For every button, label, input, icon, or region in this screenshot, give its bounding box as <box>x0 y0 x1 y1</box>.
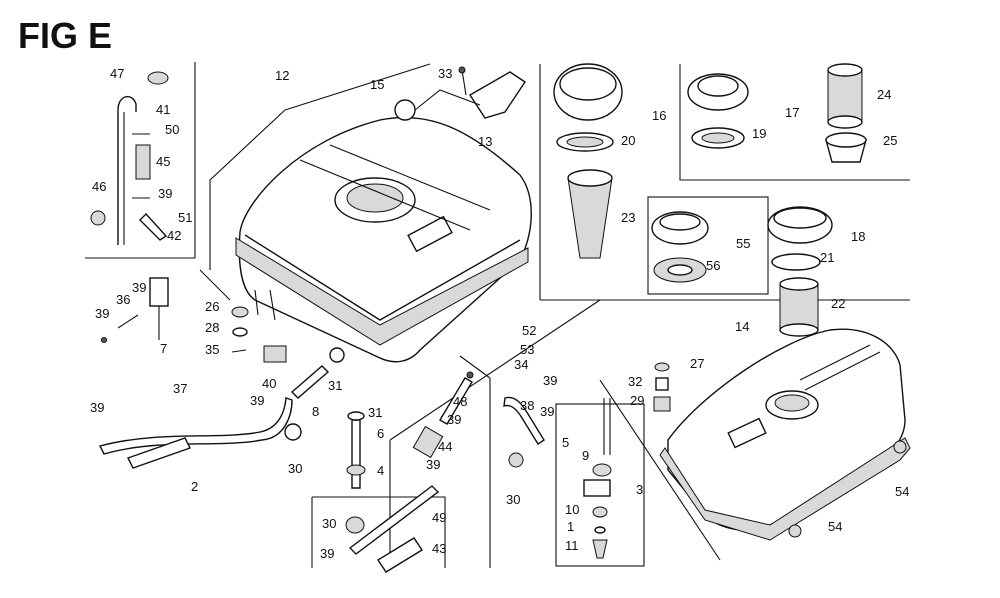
callout-2: 2 <box>191 479 198 494</box>
callout-39b: 39 <box>132 280 146 295</box>
callout-28: 28 <box>205 320 219 335</box>
callout-40: 40 <box>262 376 276 391</box>
callout-34: 34 <box>514 357 528 372</box>
callout-21: 21 <box>820 250 834 265</box>
callout-5: 5 <box>562 435 569 450</box>
fuel-hose-left <box>90 71 169 245</box>
callout-49: 49 <box>432 510 446 525</box>
callout-32: 32 <box>628 374 642 389</box>
callout-56: 56 <box>706 258 720 273</box>
callout-31a: 31 <box>328 378 342 393</box>
callout-17: 17 <box>785 105 799 120</box>
fuel-tank-right <box>659 328 911 541</box>
callout-31b: 31 <box>368 405 382 420</box>
callout-46: 46 <box>92 179 106 194</box>
callout-48: 48 <box>453 394 467 409</box>
callout-50: 50 <box>165 122 179 137</box>
callout-13: 13 <box>478 134 492 149</box>
callout-3: 3 <box>636 482 643 497</box>
callout-25: 25 <box>883 133 897 148</box>
callout-54b: 54 <box>828 519 842 534</box>
callout-41: 41 <box>156 102 170 117</box>
callout-6: 6 <box>377 426 384 441</box>
callout-4: 4 <box>377 463 384 478</box>
callout-9: 9 <box>582 448 589 463</box>
callout-39c: 39 <box>95 306 109 321</box>
callout-47: 47 <box>110 66 124 81</box>
callout-38: 38 <box>520 398 534 413</box>
callout-16: 16 <box>652 108 666 123</box>
hose-37-2 <box>98 397 302 469</box>
callout-19: 19 <box>752 126 766 141</box>
callout-22: 22 <box>831 296 845 311</box>
callout-39f: 39 <box>447 412 461 427</box>
callout-8: 8 <box>312 404 319 419</box>
callout-36: 36 <box>116 292 130 307</box>
callout-55: 55 <box>736 236 750 251</box>
fuel-caps <box>553 63 833 283</box>
callout-39i: 39 <box>540 404 554 419</box>
callout-11: 11 <box>565 538 579 553</box>
callout-1: 1 <box>567 519 574 534</box>
callout-10: 10 <box>565 502 579 517</box>
callout-30b: 30 <box>506 492 520 507</box>
callout-33: 33 <box>438 66 452 81</box>
callout-39e: 39 <box>90 400 104 415</box>
callout-29: 29 <box>630 393 644 408</box>
tank-fittings <box>653 362 671 412</box>
fuel-tank-main <box>235 116 532 363</box>
figure-title: FIG E <box>18 15 112 56</box>
hose-48-44 <box>412 371 474 459</box>
callout-30a: 30 <box>288 461 302 476</box>
callout-37: 37 <box>173 381 187 396</box>
callout-23: 23 <box>621 210 635 225</box>
callout-39h: 39 <box>543 373 557 388</box>
callout-26: 26 <box>205 299 219 314</box>
callout-52: 52 <box>522 323 536 338</box>
fittings-center <box>231 306 366 489</box>
callout-39g: 39 <box>426 457 440 472</box>
callout-54a: 54 <box>895 484 909 499</box>
callout-18: 18 <box>851 229 865 244</box>
hose-38 <box>503 396 545 468</box>
callout-12: 12 <box>275 68 289 83</box>
callout-45: 45 <box>156 154 170 169</box>
callout-15: 15 <box>370 77 384 92</box>
callout-24: 24 <box>877 87 891 102</box>
callout-42: 42 <box>167 228 181 243</box>
callout-43: 43 <box>432 541 446 556</box>
callout-35: 35 <box>205 342 219 357</box>
callout-39a: 39 <box>158 186 172 201</box>
callout-30c: 30 <box>322 516 336 531</box>
callout-20: 20 <box>621 133 635 148</box>
callout-44: 44 <box>438 439 452 454</box>
fuel-cock-left <box>101 277 169 343</box>
strainers <box>567 63 867 337</box>
callout-39j: 39 <box>320 546 334 561</box>
callout-7: 7 <box>160 341 167 356</box>
callout-53: 53 <box>520 342 534 357</box>
callout-27: 27 <box>690 356 704 371</box>
callout-51: 51 <box>178 210 192 225</box>
fuel-cock-assembly <box>583 398 612 559</box>
callout-14: 14 <box>735 319 749 334</box>
callout-39d: 39 <box>250 393 264 408</box>
hose-49-43 <box>345 485 440 573</box>
fuel-gauge <box>394 66 526 121</box>
section-borders <box>85 62 910 568</box>
